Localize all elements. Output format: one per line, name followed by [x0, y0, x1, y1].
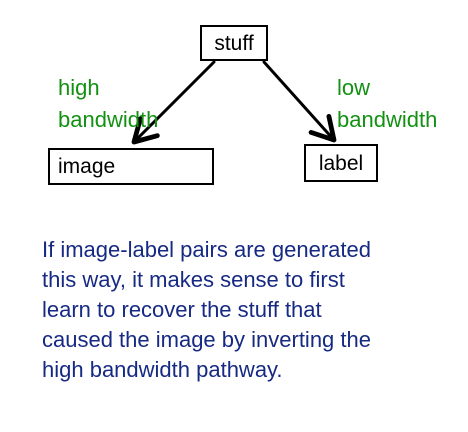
caption-line: high bandwidth pathway. [42, 357, 283, 382]
caption-line: this way, it makes sense to first [42, 267, 345, 292]
image-node-label: image [58, 155, 116, 178]
high-bandwidth-line-1: high [58, 75, 100, 100]
caption-line: learn to recover the stuff that [42, 297, 322, 322]
low-bandwidth-line-2: bandwidth [337, 107, 438, 132]
caption-line: If image-label pairs are generated [42, 237, 371, 262]
high-bandwidth-line-2: bandwidth [58, 107, 159, 132]
stuff-node: stuff [200, 25, 268, 61]
low-bandwidth-arrow [262, 60, 337, 143]
label-node: label [304, 144, 378, 182]
low-bandwidth-edge-label: low bandwidth [337, 72, 437, 136]
high-bandwidth-edge-label: high bandwidth [58, 72, 158, 136]
low-bandwidth-line-1: low [337, 75, 371, 100]
label-node-label: label [318, 151, 364, 175]
caption-text: If image-label pairs are generated this … [42, 235, 452, 385]
caption-line: caused the image by inverting the [42, 327, 371, 352]
image-node: image [48, 148, 214, 185]
stuff-node-label: stuff [214, 31, 254, 55]
